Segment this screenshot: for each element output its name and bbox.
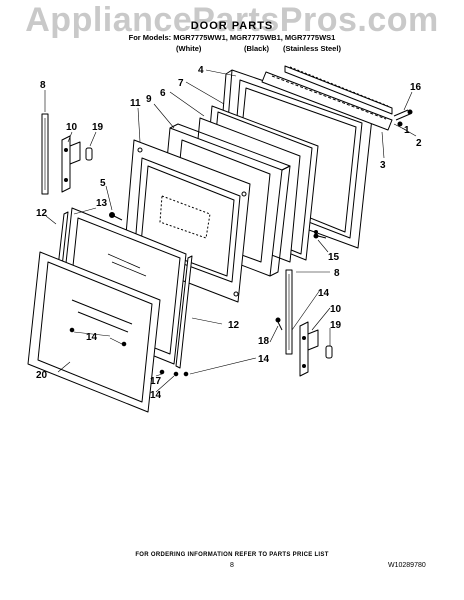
screws-bottom	[69, 230, 318, 377]
hinge-rod-left	[41, 113, 49, 195]
callout-6: 6	[160, 88, 166, 99]
diagram-title: DOOR PARTS	[190, 20, 274, 32]
callout-13: 13	[96, 198, 108, 209]
callout-16: 16	[410, 82, 422, 93]
callout-19: 19	[92, 122, 104, 133]
finish-white: (White)	[176, 44, 202, 53]
callout-1: 1	[404, 125, 410, 136]
callout-7: 7	[178, 78, 184, 89]
callout-12-right: 12	[228, 320, 240, 331]
finish-stainless: (Stainless Steel)	[283, 44, 341, 53]
callout-4: 4	[198, 65, 204, 76]
callout-9: 9	[146, 94, 152, 105]
door-top-trim	[261, 65, 393, 131]
leader-lines	[44, 69, 417, 393]
callout-10-right: 10	[330, 304, 342, 315]
callout-14-left: 14	[86, 332, 98, 343]
watermark: AppliancePartsPros.com	[25, 1, 439, 39]
callout-19-right: 19	[330, 320, 342, 331]
callout-14-bottom: 14	[150, 390, 162, 401]
ordering-info: FOR ORDERING INFORMATION REFER TO PARTS …	[135, 552, 329, 558]
callout-10: 10	[66, 122, 78, 133]
callout-14-right: 14	[318, 288, 330, 299]
screw-5	[109, 212, 123, 221]
document-code: W10289780	[388, 562, 426, 569]
hinge-clip-right	[325, 345, 333, 359]
hinge-right	[299, 321, 319, 377]
hinge-rod-right	[285, 269, 293, 355]
callout-labels: 8 4 7 16 6 10 19 11 9 1 2 3 5 13 12 15 8…	[36, 65, 422, 401]
callout-11: 11	[130, 98, 141, 109]
callout-17: 17	[150, 376, 162, 387]
hinge-clip-left	[85, 147, 93, 161]
callout-8: 8	[40, 80, 46, 91]
hinge-left	[61, 135, 81, 193]
outer-door-panel	[27, 251, 161, 413]
callout-8-right: 8	[334, 268, 340, 279]
finish-black: (Black)	[244, 44, 270, 53]
glass-side-trim-right	[175, 255, 193, 369]
callout-18: 18	[258, 336, 270, 347]
screw-set-top	[393, 109, 413, 127]
callout-14-mid: 14	[258, 354, 270, 365]
screw-18	[275, 317, 283, 331]
callout-12: 12	[36, 208, 48, 219]
callout-20: 20	[36, 370, 48, 381]
page-number: 8	[230, 562, 234, 569]
callout-5: 5	[100, 178, 106, 189]
callout-2: 2	[416, 138, 422, 149]
callout-15: 15	[328, 252, 340, 263]
model-list: For Models: MGR7775WW1, MGR7775WB1, MGR7…	[128, 33, 336, 42]
callout-3: 3	[380, 160, 386, 171]
